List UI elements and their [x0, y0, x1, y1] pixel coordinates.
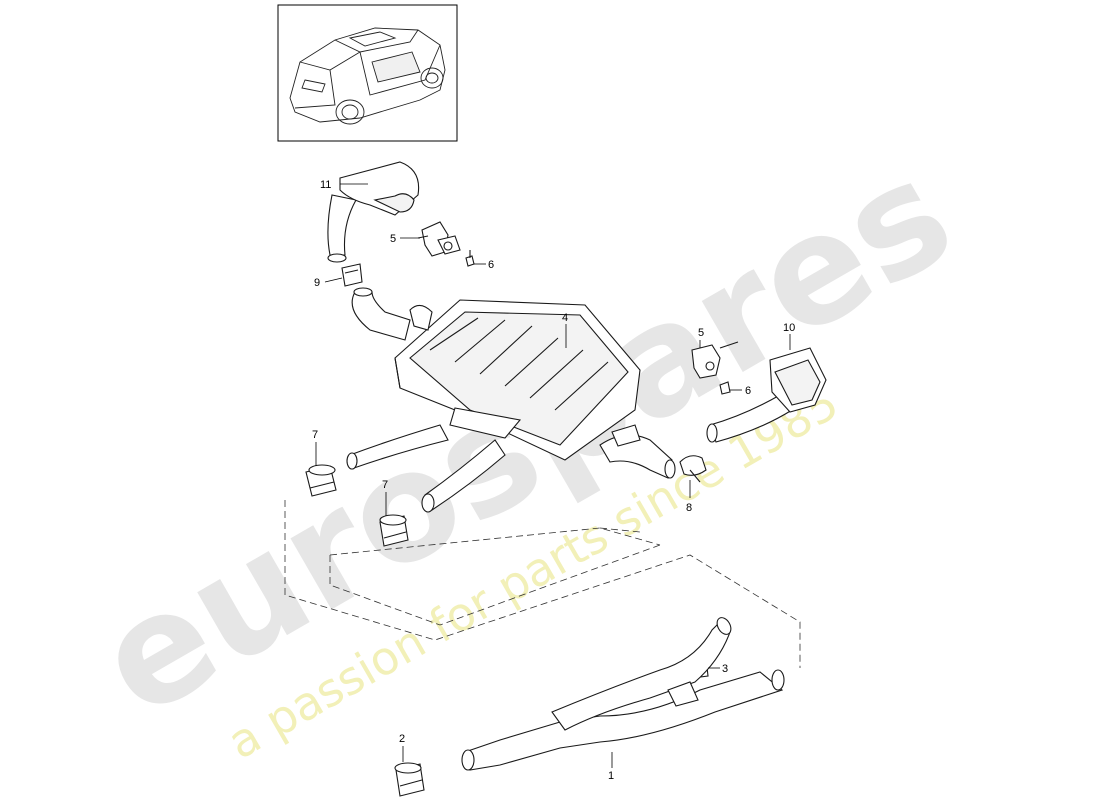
- callouts: 11 5 6 9 4 5 10 6 7 7 8 3 2 1: [312, 179, 795, 782]
- bolt-right: [719, 381, 731, 395]
- muffler-outlet-pipe-lower: [421, 439, 506, 513]
- callout-5-right: 5: [698, 327, 704, 339]
- clamp-8: [679, 455, 707, 483]
- watermark: eurospares a passion for parts since 198…: [71, 126, 979, 769]
- rear-muffler: [394, 299, 641, 461]
- muffler-outlet-pipe-upper: [346, 424, 449, 470]
- clamp-9: [341, 263, 363, 287]
- callout-7-lower: 7: [382, 479, 388, 491]
- callout-1: 1: [608, 770, 614, 782]
- vehicle-thumbnail: [277, 4, 458, 142]
- callout-10: 10: [783, 322, 795, 334]
- callout-8: 8: [686, 502, 692, 514]
- callout-9: 9: [314, 277, 320, 289]
- callout-11: 11: [320, 179, 331, 191]
- callout-4: 4: [562, 312, 568, 324]
- callout-6-right: 6: [745, 385, 751, 397]
- bolt-upper: [465, 250, 475, 267]
- clamp-7-lower: [379, 514, 409, 547]
- left-connecting-pipe: [351, 287, 411, 341]
- car-icon: [289, 27, 446, 125]
- callout-2: 2: [399, 733, 405, 745]
- front-pipe-group-outline: [284, 500, 801, 668]
- front-pipe: [461, 617, 785, 771]
- bracket-right: [691, 341, 739, 379]
- bracket-upper: [417, 221, 461, 257]
- clamp-7-upper: [305, 464, 337, 497]
- left-tailpipe: [327, 161, 420, 263]
- right-connecting-pipe: [599, 424, 676, 479]
- callout-5-upper: 5: [390, 233, 396, 245]
- callout-3: 3: [722, 663, 728, 675]
- callout-7-upper: 7: [312, 429, 318, 441]
- right-tailpipe: [706, 347, 827, 443]
- leader-lines: [315, 183, 791, 768]
- clamp-2: [394, 762, 425, 797]
- callout-6-upper: 6: [488, 259, 494, 271]
